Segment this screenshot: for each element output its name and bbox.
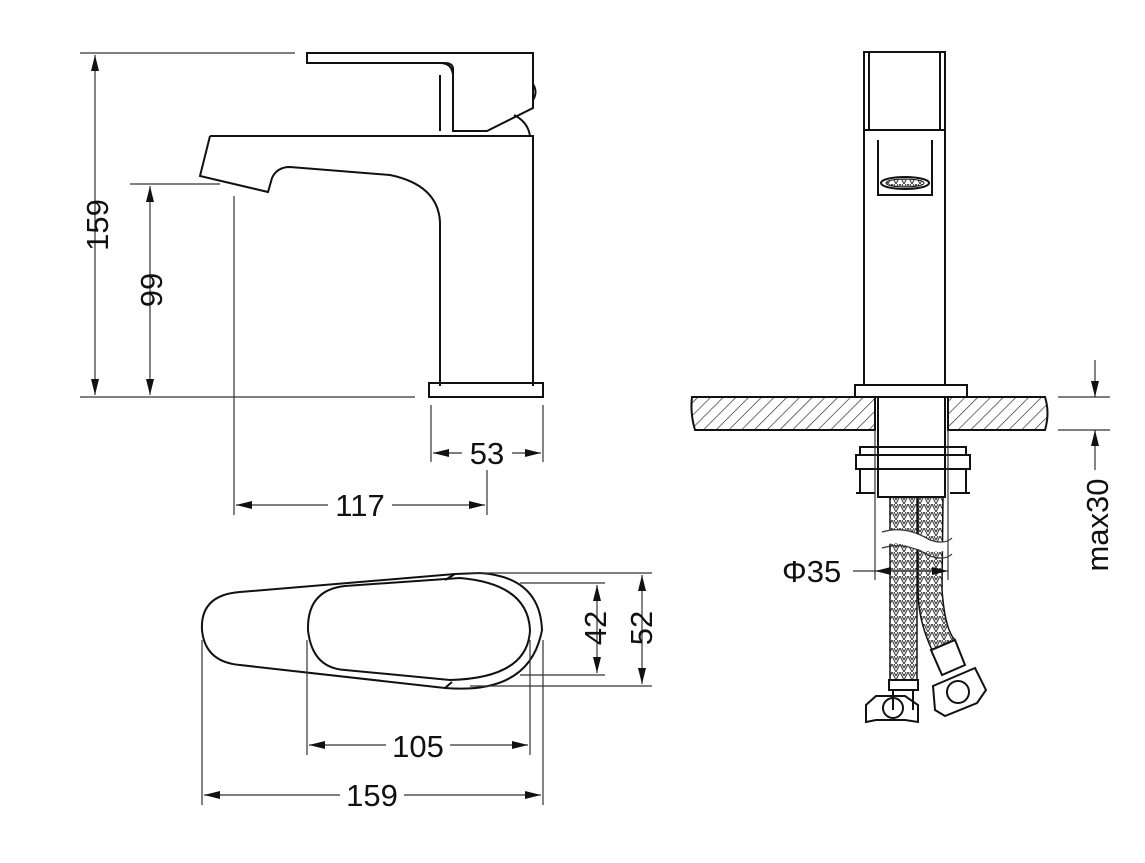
svg-text:99: 99: [134, 273, 169, 307]
svg-text:max30: max30: [1080, 478, 1115, 571]
handle-end: [532, 83, 537, 101]
dimension-159-height: 159: [80, 55, 115, 395]
counter-top-section: [690, 396, 1049, 431]
dimension-42-handle-width: 42: [578, 585, 613, 673]
svg-text:117: 117: [335, 488, 384, 523]
body-outline: [200, 571, 544, 690]
dimension-max30-thickness: max30: [1058, 360, 1115, 572]
handle-lever: [306, 52, 534, 132]
svg-text:42: 42: [578, 611, 613, 645]
svg-text:105: 105: [392, 729, 444, 764]
dimension-52-body-width: 52: [624, 575, 659, 684]
front-view: Φ35 max30: [690, 51, 1115, 724]
faucet-body: [198, 135, 534, 386]
dimension-159-length: 159: [204, 778, 541, 813]
dimension-53-base: 53: [433, 436, 541, 471]
svg-text:Φ35: Φ35: [782, 554, 841, 589]
handle-outline: [306, 576, 532, 682]
svg-text:159: 159: [346, 778, 398, 813]
dimension-phi35-diameter: Φ35: [782, 554, 948, 589]
supply-hoses: [865, 496, 988, 724]
top-view: 42 52 105 159: [200, 571, 659, 813]
dimension-117-reach: 117: [236, 488, 485, 523]
mounting-nut: [855, 454, 971, 470]
svg-text:159: 159: [80, 199, 115, 251]
side-view: 159 99 53 117: [80, 52, 544, 523]
dimension-105-handle-length: 105: [309, 728, 528, 764]
svg-text:52: 52: [624, 611, 659, 645]
handle-front: [863, 51, 946, 131]
handle-pivot: [513, 114, 531, 137]
dimension-99-spout-height: 99: [134, 186, 169, 395]
base-plate: [428, 382, 544, 398]
aerator: [880, 176, 930, 190]
washer: [859, 446, 967, 456]
svg-text:53: 53: [470, 436, 504, 471]
spout-front: [877, 140, 933, 196]
handle-curve: [439, 62, 454, 76]
base-front: [854, 384, 968, 398]
